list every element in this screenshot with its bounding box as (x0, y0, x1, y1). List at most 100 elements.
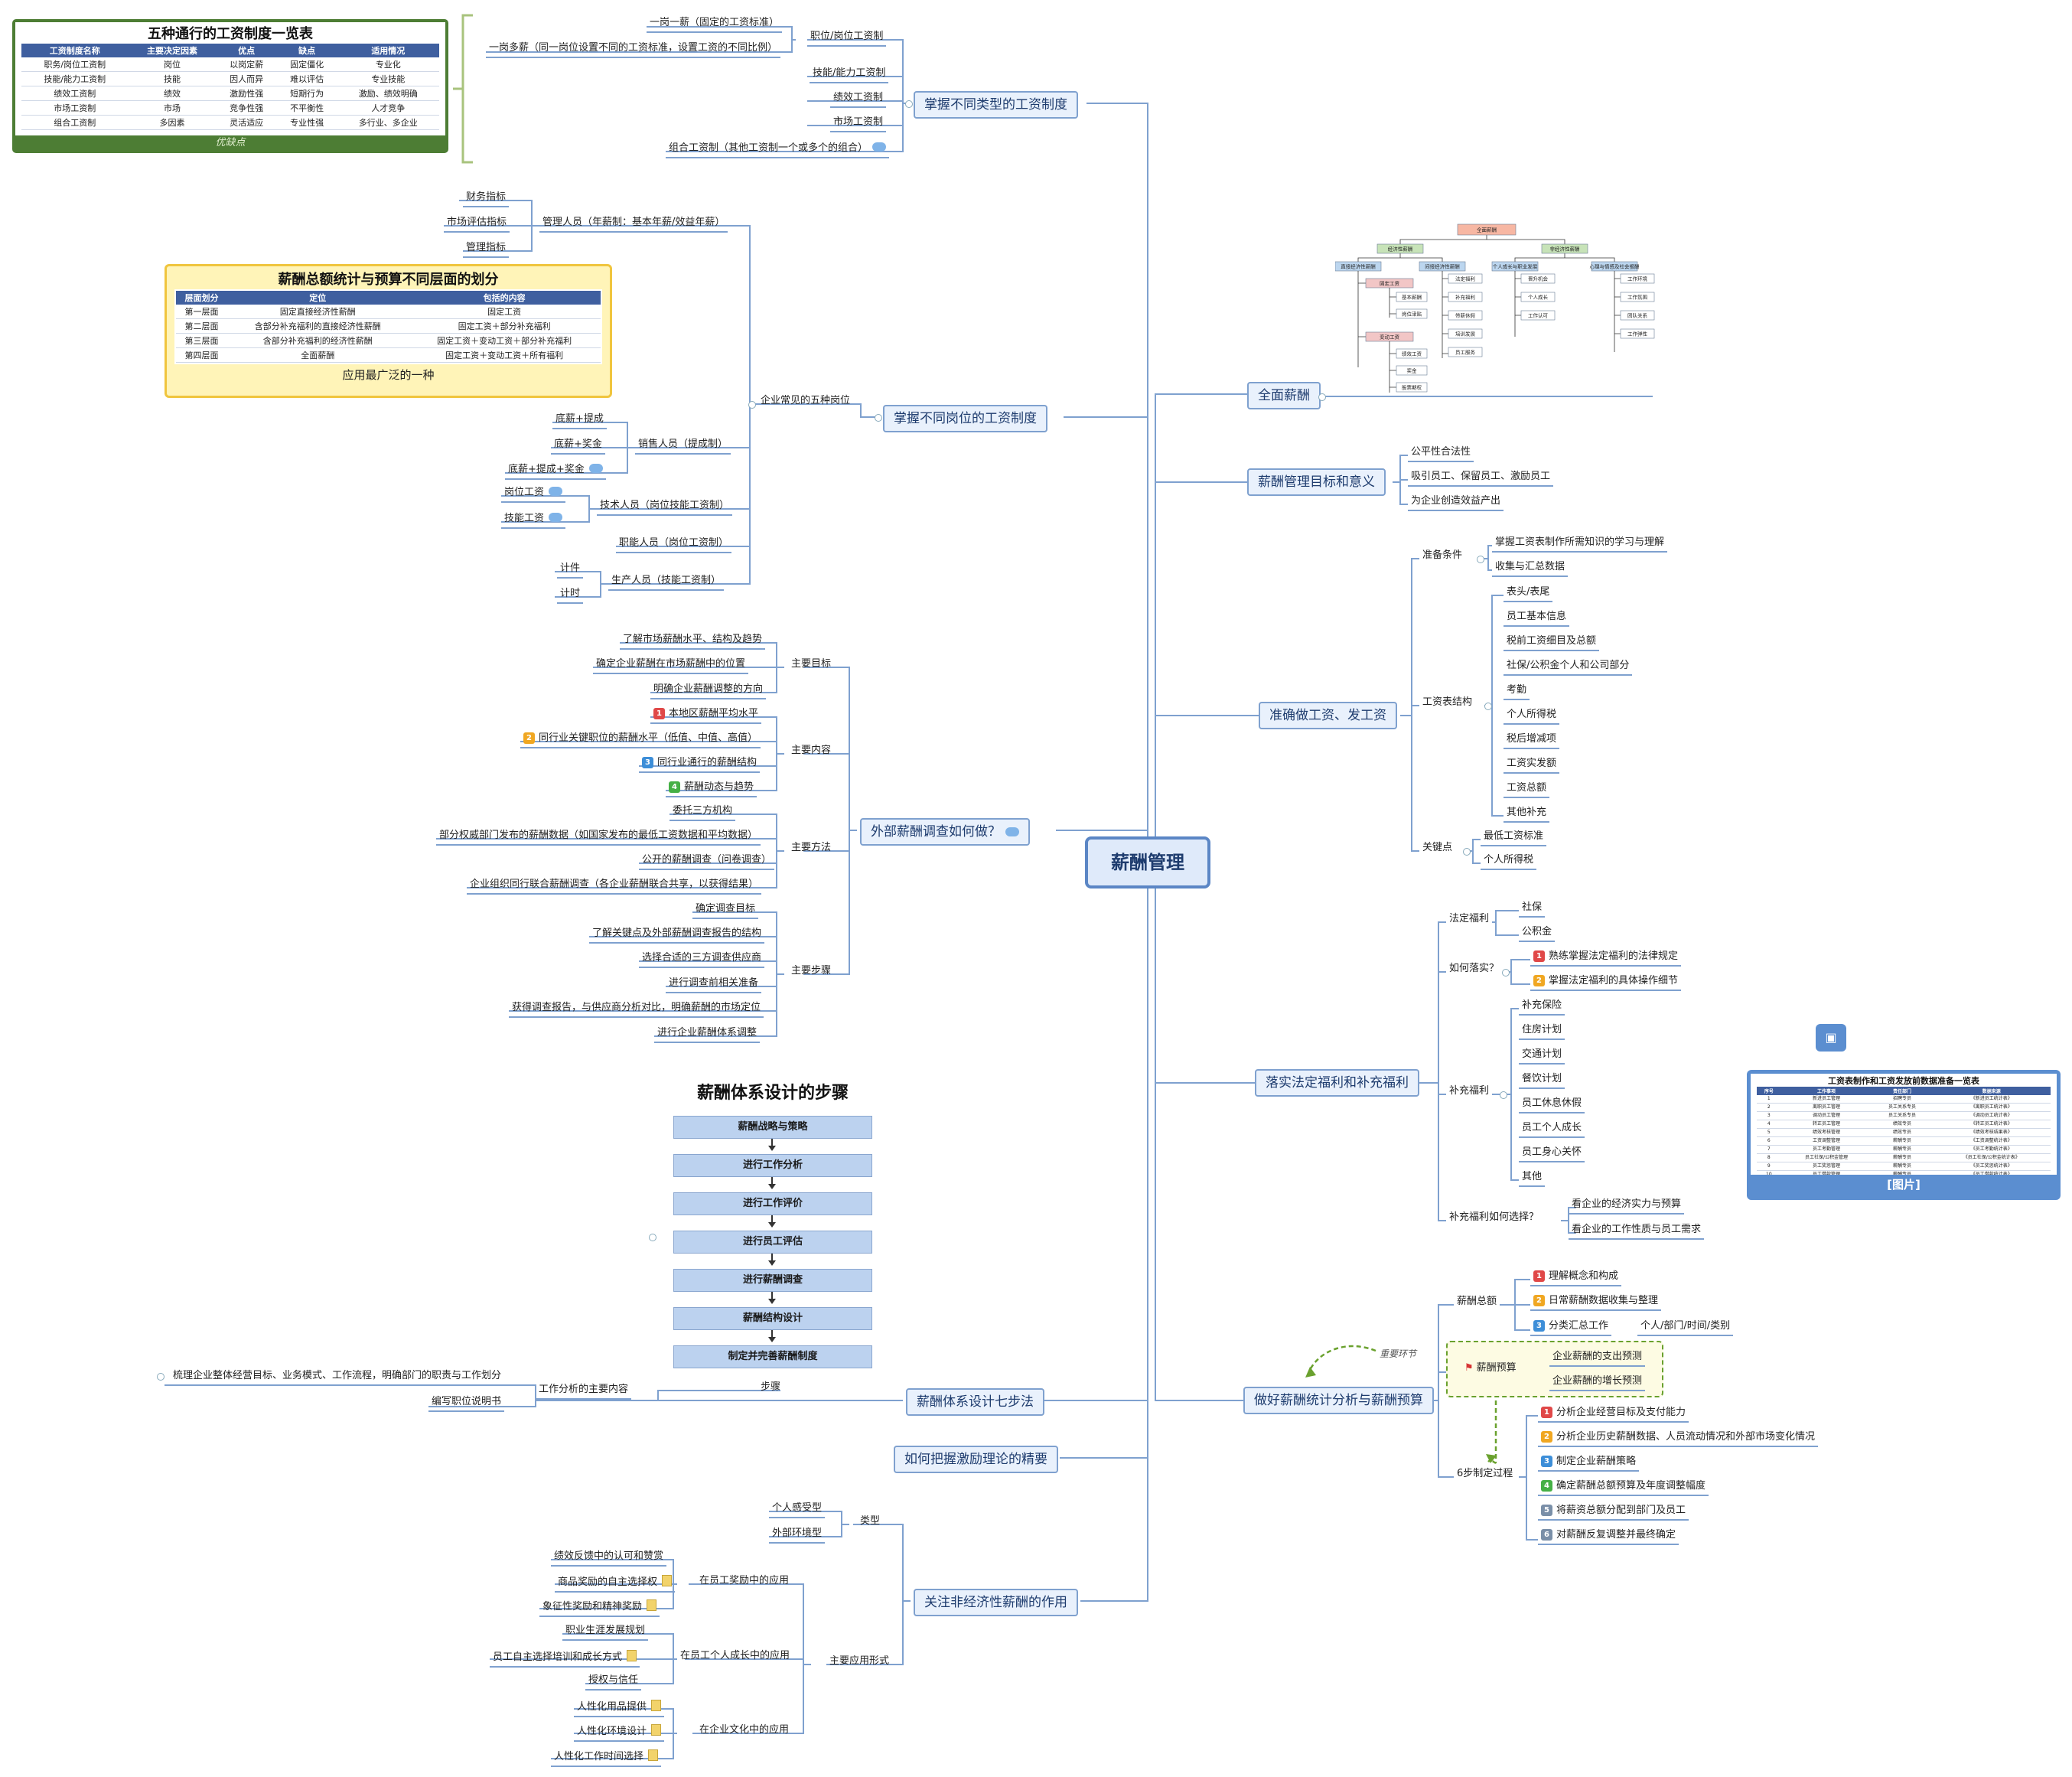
supp-item[interactable]: 餐饮计划 (1519, 1073, 1565, 1089)
topic-skill-salary[interactable]: 技能/能力工资制 (810, 67, 889, 83)
topic-choose-1[interactable]: 看企业的经济实力与预算 (1569, 1198, 1685, 1215)
topic-prep-1[interactable]: 掌握工资表制作所需知识的学习与理解 (1492, 536, 1668, 553)
collapse-dot[interactable] (1484, 703, 1492, 710)
branch-goals-meaning[interactable]: 薪酬管理目标和意义 (1247, 468, 1386, 496)
note-icon[interactable] (662, 1575, 673, 1586)
note-icon[interactable] (648, 1749, 659, 1761)
topic-tech-item-2[interactable]: 技能工资 (501, 513, 566, 529)
topic-key-points[interactable]: 关键点 (1422, 842, 1453, 853)
supp-item[interactable]: 员工身心关怀 (1519, 1146, 1585, 1162)
note-icon[interactable] (651, 1724, 662, 1736)
branch-payroll[interactable]: 准确做工资、发工资 (1259, 702, 1397, 729)
flow-step[interactable]: 进行工作分析 (673, 1154, 872, 1177)
topic-budget-2[interactable]: 企业薪酬的增长预测 (1549, 1375, 1646, 1391)
comment-icon[interactable] (1005, 827, 1019, 836)
topic-prep[interactable]: 准备条件 (1422, 549, 1463, 561)
collapse-dot[interactable] (875, 414, 882, 422)
supp-item[interactable]: 交通计划 (1519, 1048, 1565, 1065)
table-card-salary-systems[interactable]: 五种通行的工资制度一览表 工资制度名称主要决定因素优点缺点适用情况职务/岗位工资… (12, 19, 448, 153)
topic-piece-rate[interactable]: 计件 (557, 562, 584, 579)
topic-position-salary[interactable]: 职位/岗位工资制 (807, 31, 887, 47)
branch-position-salary[interactable]: 掌握不同岗位的工资制度 (883, 405, 1047, 432)
topic-six-steps[interactable]: 6步制定过程 (1457, 1468, 1513, 1479)
topic-type-1[interactable]: 个人感受型 (769, 1502, 826, 1518)
topic-job-item-1[interactable]: 梳理企业整体经营目标、业务模式、工作流程，明确部门的职责与工作划分 (170, 1370, 505, 1386)
topic-choose-2[interactable]: 看企业的工作性质与员工需求 (1569, 1224, 1705, 1240)
topic-types[interactable]: 类型 (860, 1515, 881, 1527)
branch-total-rewards[interactable]: 全面薪酬 (1247, 382, 1321, 409)
collapse-dot[interactable] (649, 1234, 656, 1241)
steps-flowchart[interactable]: 薪酬战略与策略进行工作分析进行工作评价进行员工评估进行薪酬调查薪酬结构设计制定并… (673, 1116, 872, 1376)
topic-functional[interactable]: 职能人员（岗位工资制） (616, 537, 732, 553)
topic-how-implement[interactable]: 如何落实？ (1449, 963, 1500, 974)
topic-growth-1[interactable]: 职业生涯发展规划 (562, 1625, 649, 1641)
topic-step-5[interactable]: 获得调查报告，与供应商分析对比，明确薪酬的市场定位 (509, 1002, 764, 1018)
topic-main-content[interactable]: 主要内容 (791, 745, 832, 756)
topic-step-1[interactable]: 确定调查目标 (692, 903, 759, 919)
topic-main-forms[interactable]: 主要应用形式 (829, 1655, 890, 1667)
topic-total-dims[interactable]: 个人/部门/时间/类别 (1637, 1320, 1734, 1336)
topic-step-2[interactable]: 了解关键点及外部薪酬调查报告的结构 (589, 928, 765, 944)
topic-sales-item-1[interactable]: 底薪+提成 (552, 413, 607, 429)
topic-form-rewards[interactable]: 在员工奖励中的应用 (699, 1575, 790, 1586)
branch-seven-steps[interactable]: 薪酬体系设计七步法 (906, 1388, 1044, 1416)
branch-external-survey[interactable]: 外部薪酬调查如何做？ (860, 818, 1030, 846)
collapse-dot[interactable] (1500, 1091, 1507, 1099)
collapse-dot[interactable] (1463, 848, 1471, 856)
budget-boundary[interactable] (1446, 1341, 1663, 1397)
topic-main-steps[interactable]: 主要步骤 (791, 965, 832, 977)
comment-icon[interactable] (872, 142, 887, 152)
flow-step[interactable]: 薪酬战略与策略 (673, 1116, 872, 1139)
comment-icon[interactable] (549, 513, 563, 522)
struct-item[interactable]: 工资实发额 (1504, 758, 1560, 774)
topic-method-3[interactable]: 公开的薪酬调查（问卷调查） (639, 854, 775, 870)
topic-legal-welfare[interactable]: 法定福利 (1449, 913, 1490, 924)
topic-culture-3[interactable]: 人性化工作时间选择 (551, 1749, 662, 1767)
flow-step[interactable]: 进行员工评估 (673, 1231, 872, 1254)
branch-welfare[interactable]: 落实法定福利和补充福利 (1255, 1069, 1419, 1097)
topic-tech-item-1[interactable]: 岗位工资 (501, 487, 566, 503)
topic-goal-1[interactable]: 了解市场薪酬水平、结构及趋势 (620, 634, 766, 650)
topic-steps[interactable]: 步骤 (761, 1381, 781, 1393)
supp-item[interactable]: 员工个人成长 (1519, 1122, 1585, 1138)
topic-managers[interactable]: 管理人员（年薪制：基本年薪/效益年薪） (539, 217, 728, 233)
struct-item[interactable]: 税前工资细目及总额 (1504, 635, 1600, 651)
topic-social-security[interactable]: 社保 (1519, 902, 1546, 918)
topic-total-pay[interactable]: 薪酬总额 (1457, 1296, 1497, 1307)
topic-mgr-item-2[interactable]: 市场评估指标 (444, 217, 510, 233)
topic-main-methods[interactable]: 主要方法 (791, 842, 832, 853)
image-icon[interactable]: ▣ (1816, 1024, 1846, 1052)
topic-job-analysis[interactable]: 工作分析的主要内容 (536, 1384, 632, 1400)
branch-salary-types[interactable]: 掌握不同类型的工资制度 (914, 91, 1078, 119)
topic-combined-salary[interactable]: 组合工资制（其他工资制一个或多个的组合） (666, 142, 890, 158)
topic-structure[interactable]: 工资表结构 (1422, 696, 1473, 708)
topic-reward-3[interactable]: 象征性奖励和精神奖励 (539, 1599, 660, 1617)
topic-supp-welfare[interactable]: 补充福利 (1449, 1085, 1490, 1097)
table-card-budget-levels[interactable]: 薪酬总额统计与预算不同层面的划分 层面划分定位包括的内容第一层面固定直接经济性薪… (165, 264, 612, 398)
flow-step[interactable]: 制定并完善薪酬制度 (673, 1345, 872, 1368)
topic-sales-item-2[interactable]: 底薪+奖金 (551, 439, 605, 455)
branch-motivation-theory[interactable]: 如何把握激励理论的精要 (894, 1446, 1058, 1473)
collapse-dot[interactable] (157, 1373, 165, 1381)
topic-goal-2[interactable]: 确定企业薪酬在市场薪酬中的位置 (593, 658, 749, 674)
struct-item[interactable]: 工资总额 (1504, 782, 1550, 798)
topic-attract[interactable]: 吸引员工、保留员工、激励员工 (1408, 471, 1554, 487)
collapse-dot[interactable] (905, 100, 913, 108)
topic-goal-3[interactable]: 明确企业薪酬调整的方向 (650, 683, 767, 699)
topic-form-culture[interactable]: 在企业文化中的应用 (699, 1724, 790, 1736)
topic-performance-salary[interactable]: 绩效工资制 (830, 92, 887, 108)
topic-step-3[interactable]: 选择合适的三方调查供应商 (639, 952, 765, 968)
flow-step[interactable]: 薪酬结构设计 (673, 1307, 872, 1330)
topic-prep-2[interactable]: 收集与汇总数据 (1492, 561, 1569, 577)
branch-non-economic[interactable]: 关注非经济性薪酬的作用 (914, 1589, 1078, 1616)
topic-housing-fund[interactable]: 公积金 (1519, 926, 1556, 942)
